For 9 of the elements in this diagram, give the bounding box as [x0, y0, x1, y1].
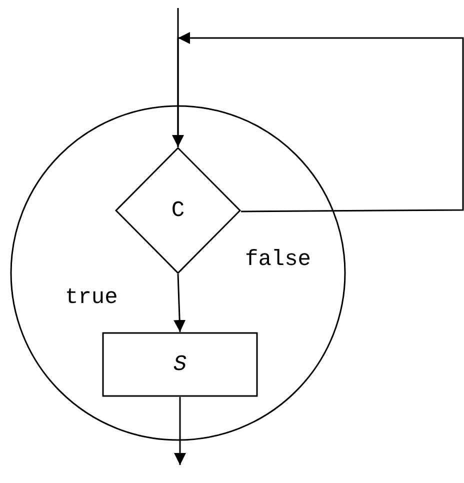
node-label: S — [173, 352, 187, 377]
process-box — [102, 332, 258, 397]
decision-diamond — [115, 147, 241, 274]
arrow — [174, 397, 186, 465]
arrow — [172, 8, 184, 147]
ellipse-shape — [10, 105, 346, 441]
node-label: C — [171, 198, 185, 223]
arrow — [174, 274, 186, 332]
loop-arrow — [177, 32, 464, 212]
